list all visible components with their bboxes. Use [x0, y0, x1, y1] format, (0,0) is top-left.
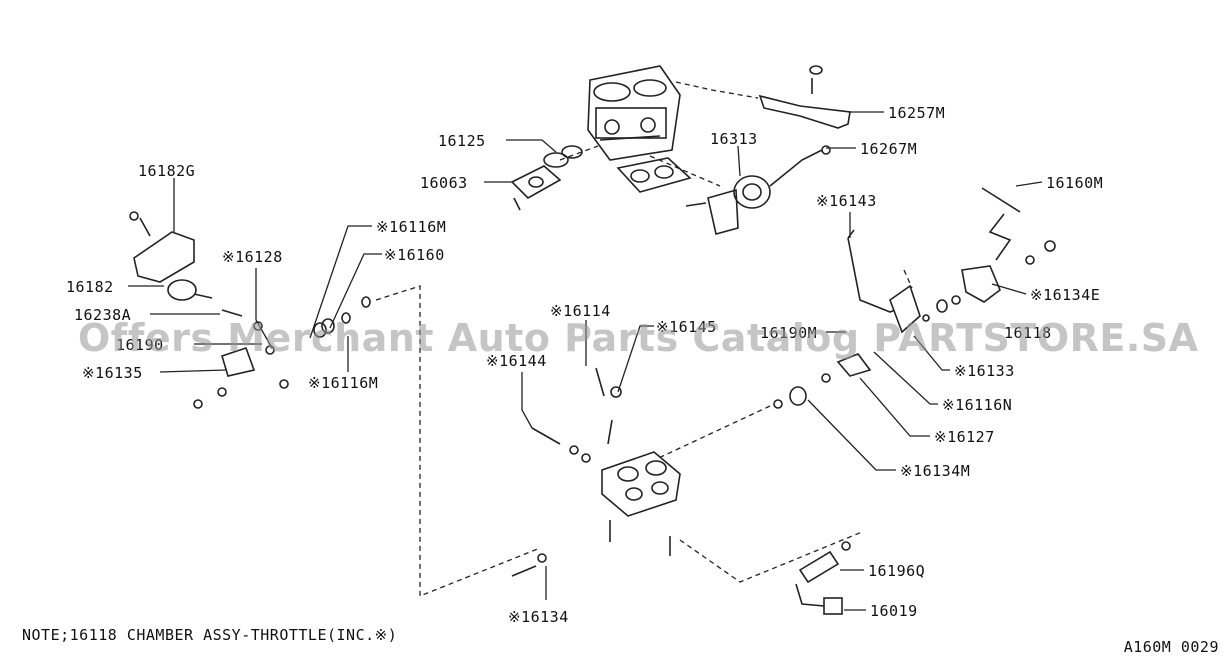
label-16144: ※16144	[486, 352, 547, 370]
label-16127: ※16127	[934, 428, 995, 446]
carburetor-base-gasket	[616, 157, 692, 193]
label-16190: 16190	[116, 336, 164, 354]
gasket-16063	[510, 165, 562, 211]
label-16267m: 16267M	[860, 140, 917, 158]
solenoid-16182	[129, 211, 213, 301]
label-16313: 16313	[710, 130, 758, 148]
carburetor-body	[587, 65, 681, 161]
watermark: Offers Merchant Auto Parts Catalog PARTS…	[78, 316, 1199, 360]
label-16125: 16125	[438, 132, 486, 150]
label-16238a: 16238A	[74, 306, 131, 324]
spring-16160m	[981, 187, 1021, 261]
label-16143: ※16143	[816, 192, 877, 210]
diagram-note: NOTE;16118 CHAMBER ASSY-THROTTLE(INC.※)	[22, 626, 398, 644]
label-16196q: 16196Q	[868, 562, 925, 580]
throttle-chamber-16118	[601, 451, 681, 517]
gasket-16125	[543, 145, 583, 168]
label-16114: ※16114	[550, 302, 611, 320]
label-16135: ※16135	[82, 364, 143, 382]
label-16182: 16182	[66, 278, 114, 296]
label-16063: 16063	[420, 174, 468, 192]
lever-16134e	[951, 240, 1056, 305]
label-16182g: 16182G	[138, 162, 195, 180]
label-16133: ※16133	[954, 362, 1015, 380]
connector-16019	[795, 583, 843, 615]
label-16160m: 16160M	[1046, 174, 1103, 192]
label-16118: 16118	[1004, 324, 1052, 342]
spring-16116m	[313, 296, 371, 338]
small-parts-left	[193, 309, 289, 409]
label-16190m: 16190M	[760, 324, 817, 342]
dashpot-16313	[685, 145, 831, 235]
label-16019: 16019	[870, 602, 918, 620]
label-16134m: ※16134M	[900, 462, 970, 480]
bracket-16257m	[758, 65, 851, 129]
throttle-linkage-16143	[847, 229, 921, 334]
label-16134e: ※16134E	[1030, 286, 1100, 304]
label-16145: ※16145	[656, 318, 717, 336]
label-16128: ※16128	[222, 248, 283, 266]
label-16116m-bottom: ※16116M	[308, 374, 378, 392]
label-16116n: ※16116N	[942, 396, 1012, 414]
label-16116m-top: ※16116M	[376, 218, 446, 236]
sensor-16196q	[798, 541, 851, 584]
figure-code: A160M 0029	[1123, 638, 1219, 656]
screws-bottom	[511, 367, 671, 577]
washer-16134m	[773, 386, 807, 409]
label-16257m: 16257M	[888, 104, 945, 122]
small-parts-right	[821, 299, 948, 383]
label-16160: ※16160	[384, 246, 445, 264]
label-16134: ※16134	[508, 608, 569, 626]
